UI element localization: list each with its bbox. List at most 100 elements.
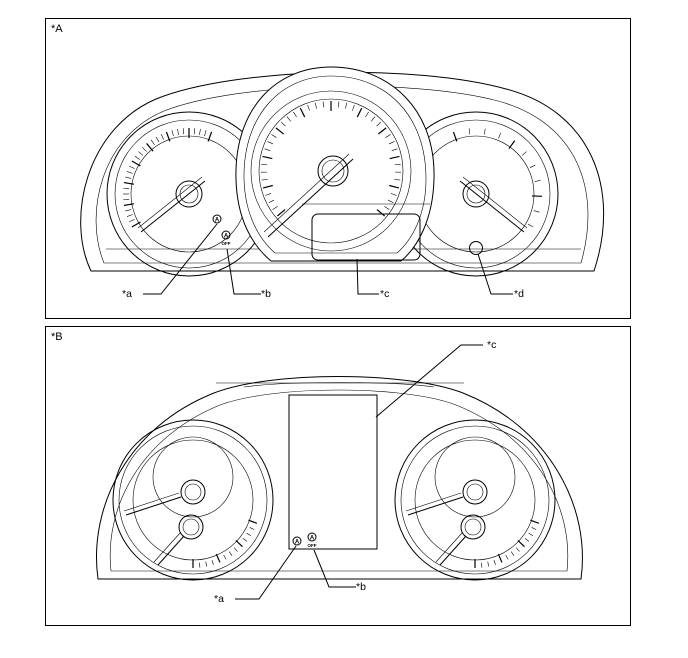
gauge-tick: [528, 532, 534, 536]
cluster-b-housing-outer: [96, 376, 583, 580]
svg-text:A: A: [215, 218, 220, 224]
gauge-tick: [530, 519, 540, 524]
gauge-tick: [126, 214, 133, 217]
callout-a-leader-c: [356, 258, 379, 295]
gauge-tick: [388, 141, 395, 145]
gauge-tick: [452, 131, 458, 142]
gauge-tick: [481, 562, 483, 568]
cluster-a-center-needle: [267, 158, 354, 238]
callout-b-b: *b: [356, 581, 366, 593]
gauge-tick: [261, 179, 268, 181]
panel-b: *B: [45, 326, 631, 626]
cluster-b-auto-indicator: A: [292, 536, 302, 546]
gauge-tick: [345, 102, 348, 109]
gauge-tick: [280, 121, 286, 127]
callout-a-d: *d: [514, 288, 524, 300]
gauge-tick: [531, 527, 537, 530]
gauge-tick: [155, 136, 160, 143]
gauge-tick: [534, 179, 541, 182]
gauge-tick: [275, 127, 285, 135]
gauge-tick: [267, 141, 274, 145]
cluster-b-right-lower-hub: [460, 514, 486, 540]
gauge-tick: [131, 160, 141, 167]
gauge-tick: [510, 551, 515, 556]
gauge-tick: [493, 559, 496, 565]
gauge-tick: [322, 101, 325, 108]
gauge-tick: [165, 131, 171, 142]
gauge-tick: [262, 155, 273, 160]
svg-text:A: A: [224, 234, 229, 240]
gauge-tick: [365, 111, 369, 118]
gauge-tick: [376, 209, 386, 217]
callout-a-b: *b: [261, 288, 271, 300]
callout-b-leader-b: [313, 549, 356, 588]
gauge-tick: [246, 532, 252, 536]
gauge-tick: [235, 540, 243, 548]
cluster-b-display-screen: [288, 394, 378, 550]
svg-text:A: A: [310, 536, 315, 542]
gauge-tick: [123, 181, 134, 185]
panel-b-cluster-drawing: A A OFF *c *a *b: [96, 339, 583, 605]
gauge-tick: [487, 561, 490, 567]
cluster-b-left-lower-hub: [178, 514, 204, 540]
gauge-tick: [385, 134, 391, 138]
gauge-tick: [468, 128, 471, 135]
gauge-tick: [276, 209, 286, 217]
cluster-a-auto-off-indicator: A OFF: [221, 230, 231, 246]
gauge-tick: [233, 547, 238, 552]
cluster-b-left-lower-needle: [157, 535, 185, 566]
cluster-a-right-needle: [459, 180, 525, 233]
gauge-tick: [508, 140, 516, 150]
gauge-tick: [376, 121, 382, 127]
cluster-b-left-upper-needle: [125, 496, 182, 516]
cluster-a-center-needle-hub: [317, 155, 349, 187]
gauge-tick: [129, 165, 135, 169]
cluster-a-left-gauge-ticks: [123, 128, 213, 228]
gauge-tick: [389, 155, 400, 160]
panel-a-label: *A: [51, 23, 63, 35]
callout-b-leader-c: [375, 344, 483, 418]
cluster-b-right-gauge-ticks: [474, 519, 540, 568]
gauge-tick: [307, 104, 310, 111]
gauge-tick: [384, 206, 390, 210]
callout-b-c: *c: [487, 339, 496, 351]
gauge-tick: [223, 554, 227, 560]
gauge-tick: [242, 538, 248, 542]
gauge-tick: [524, 538, 530, 542]
gauge-tick: [314, 102, 317, 109]
gauge-tick: [207, 131, 213, 142]
gauge-tick: [249, 527, 255, 530]
callout-a-leader-d: [477, 253, 513, 295]
gauge-tick: [160, 134, 164, 140]
gauge-tick: [390, 193, 397, 196]
gauge-tick: [387, 199, 394, 204]
cluster-b-left-gauge-ticks: [192, 519, 258, 568]
gauge-tick: [498, 132, 502, 139]
gauge-tick: [371, 116, 376, 122]
gauge-tick: [146, 143, 154, 152]
cluster-b-auto-off-indicator: A OFF: [307, 532, 317, 548]
gauge-tick: [356, 107, 363, 118]
gauge-tick: [505, 554, 509, 560]
gauge-tick: [527, 223, 534, 228]
cluster-b-right-lower-needle: [439, 535, 467, 566]
cluster-a-small-ring: [469, 241, 483, 255]
gauge-tick: [529, 164, 536, 168]
gauge-tick: [521, 151, 527, 156]
cluster-b-right-upper-needle: [407, 496, 464, 516]
gauge-tick: [352, 104, 355, 111]
gauge-tick: [125, 209, 132, 212]
gauge-tick: [228, 551, 233, 556]
gauge-tick: [193, 128, 196, 135]
gauge-tick: [286, 116, 291, 122]
gauge-tick: [205, 561, 208, 567]
callout-a-leader-a: [143, 223, 218, 295]
gauge-tick: [199, 128, 201, 135]
cluster-a-right-gauge-ticks: [452, 128, 542, 228]
gauge-tick: [272, 206, 278, 210]
svg-text:OFF: OFF: [308, 543, 317, 548]
gauge-tick: [394, 163, 401, 166]
panel-b-label: *B: [51, 331, 63, 343]
panel-a: *A: [45, 18, 631, 319]
cluster-a-center-gauge: [235, 66, 435, 262]
